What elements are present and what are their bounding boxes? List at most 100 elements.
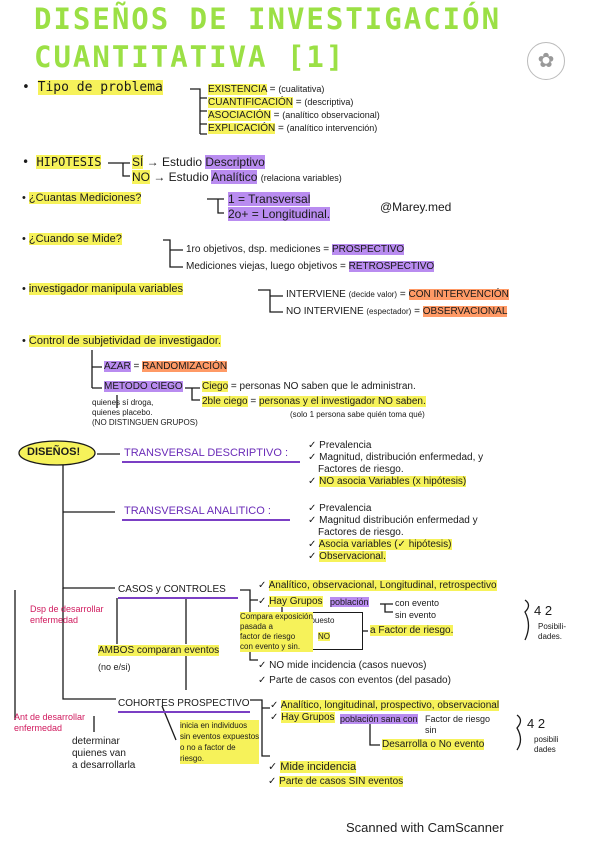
casos-item-2: ✓ Hay Grupos [258,596,323,607]
cohortes-poblacion-text: población sana con [340,714,418,724]
hipotesis-label-text: HIPOTESIS [36,155,102,169]
problema-item-1: EXISTENCIA = (cualitativa) [208,84,325,95]
cohortes-determinar-line: determinar [72,736,120,747]
control-azar-res: RANDOMIZACIÓN [142,361,228,372]
cohortes-name: COHORTES PROSPECTIVO [118,698,250,709]
control-ciego: METODO CIEGO [104,381,183,392]
trans-desc-item: ✓ Prevalencia [308,440,372,451]
watermark: @Marey.med [380,200,452,214]
control-label-text: Control de subjetividad de investigador. [28,335,221,347]
problema-item-note: (analítico observacional) [282,110,380,120]
casos-posib-2: 2 [544,603,553,618]
problema-item-name: ASOCIACIÓN [208,110,271,121]
problema-item-name: CUANTIFICACIÓN [208,97,293,108]
cohortes-poblacion: población sana con [340,714,418,724]
hipotesis-si-arrow: Estudio [162,155,203,169]
casos-posib-line: dades. [538,632,563,641]
cohortes-ant-line: Ant de desarrollar [14,712,86,722]
casos-item-text: Analítico, observacional, Longitudinal, … [268,580,497,591]
casos-compara-line: Compara exposición [240,612,313,621]
mide-label: • ¿Cuando se Mide? [22,233,122,245]
trans-anal-item-text: Prevalencia [319,503,372,514]
trans-desc-item: ✓ NO asocia Variables (x hipótesis) [308,476,467,487]
problema-item-note: (descriptiva) [304,97,354,107]
manipula-yes-note: (decide valor) [348,290,398,299]
casos-posib-4: 4 [534,603,542,618]
hipotesis-no-arrow: Estudio [168,170,209,184]
casos-expuesto: expuesto [302,616,335,625]
casos-name: CASOS y CONTROLES [118,584,226,595]
control-ciego-text: METODO CIEGO [104,381,183,392]
cohortes-determinar-line: quienes van [72,748,126,759]
trans-desc-list: ✓ Prevalencia ✓ Magnitud, distribución e… [308,440,483,488]
cohortes-item-1: ✓ Analítico, longitudinal, prospectivo, … [270,700,500,711]
hipotesis-si-text: SÍ [132,155,144,169]
title-line2: CUANTITATIVA [1] [34,40,346,74]
mediciones-label: • ¿Cuantas Mediciones? [22,192,142,204]
control-ciego2: 2ble ciego = personas y el investigador … [202,396,426,407]
cohortes-item-2: ✓ Hay Grupos [270,712,335,723]
trans-anal-item: ✓ Asocia variables (✓ hipótesis) [308,539,452,550]
control-label: • Control de subjetividad de investigado… [22,335,221,347]
title-line1: DISEÑOS DE INVESTIGACIÓN [34,2,502,36]
control-ciego1-text: Ciego [202,381,229,392]
casos-no-es: (no e/si) [98,662,131,672]
manipula-label: • investigador manipula variables [22,283,184,295]
cohortes-item-text: Hay Grupos [281,712,335,723]
casos-parte-text: Parte de casos con eventos (del pasado) [269,675,451,686]
casos-no-mide: ✓ NO mide incidencia (casos nuevos) [258,660,427,671]
trans-desc-item-text: Factores de riesgo. [318,464,404,475]
cohortes-posib-4: 4 [527,716,535,731]
casos-posib-label: Posibili- dades. [538,622,566,642]
trans-anal-item: ✓ Prevalencia [308,503,372,514]
trans-anal-list: ✓ Prevalencia ✓ Magnitud distribución en… [308,503,478,563]
casos-factor-text: a Factor de riesgo. [370,625,454,636]
hipotesis-no-type: Analítico [211,170,258,184]
control-ciego2-def: personas y el investigador NO saben. [259,396,426,407]
trans-anal-item-text: Factores de riesgo. [318,527,404,538]
casos-no: NO [318,632,330,641]
mediciones-two-text: 2o+ = Longitudinal. [228,207,331,221]
mide-line2: Mediciones viejas, luego objetivos = RET… [186,261,435,272]
cohortes-sin: sin [425,725,437,735]
mide-line1-pre: 1ro objetivos, dsp. mediciones [186,244,321,255]
trans-anal-item-text: Magnitud distribución enfermedad y [319,515,478,526]
logo-icon: ✿ [527,42,565,80]
casos-parte: ✓ Parte de casos con eventos (del pasado… [258,675,451,686]
casos-compara-line: factor de riesgo [240,632,296,641]
mediciones-label-text: ¿Cuantas Mediciones? [28,192,142,204]
cohortes-posib-numbers: 4 2 [527,716,545,731]
trans-anal-item: ✓ Magnitud distribución enfermedad y [308,515,478,526]
problema-item-note: (analítico intervención) [286,123,378,133]
mediciones-one-text: 1 = Transversal [228,192,311,206]
casos-dsp-line: Dsp de desarrollar [30,604,104,614]
manipula-yes-res: CON INTERVENCIÓN [408,289,509,300]
mediciones-two: 2o+ = Longitudinal. [228,207,331,221]
trans-anal-name: TRANSVERSAL ANALITICO : [124,505,271,517]
cohortes-ant: Ant de desarrollar enfermedad [14,712,85,734]
cohortes-posib-label: posibili dades [534,735,558,755]
manipula-yes: INTERVIENE (decide valor) = CON INTERVEN… [286,289,509,300]
cohortes-determinar-line: a desarrollarla [72,760,136,771]
trans-desc-item-text: Magnitud, distribución enfermedad, y [319,452,484,463]
problema-label: • Tipo de problema [22,80,163,95]
casos-con-evento: con evento [395,598,440,608]
control-ciego2-text: 2ble ciego [202,396,248,407]
cohortes-inicia-line: inicia en individuos [180,721,248,730]
trans-anal-item: Factores de riesgo. [308,527,478,539]
casos-item-text: Hay Grupos [269,596,323,607]
control-ciego2-note: (solo 1 persona sabe quién toma qué) [290,410,425,419]
problema-item-2: CUANTIFICACIÓN = (descriptiva) [208,97,354,108]
cohortes-desarrolla-text: Desarrolla o No evento [382,739,485,750]
casos-poblacion: población [330,597,369,607]
manipula-no: NO INTERVIENE (espectador) = OBSERVACION… [286,306,508,317]
mide-line2-pre: Mediciones viejas, luego objetivos [186,261,338,272]
cohortes-ant-line: enfermedad [14,723,63,733]
control-ciego1: Ciego = personas NO saben que le adminis… [202,381,416,392]
problema-item-4: EXPLICACIÓN = (analítico intervención) [208,123,378,134]
hipotesis-no-text: NO [132,170,150,184]
cohortes-posib-line: dades [534,745,556,754]
problema-item-name: EXPLICACIÓN [208,123,276,134]
